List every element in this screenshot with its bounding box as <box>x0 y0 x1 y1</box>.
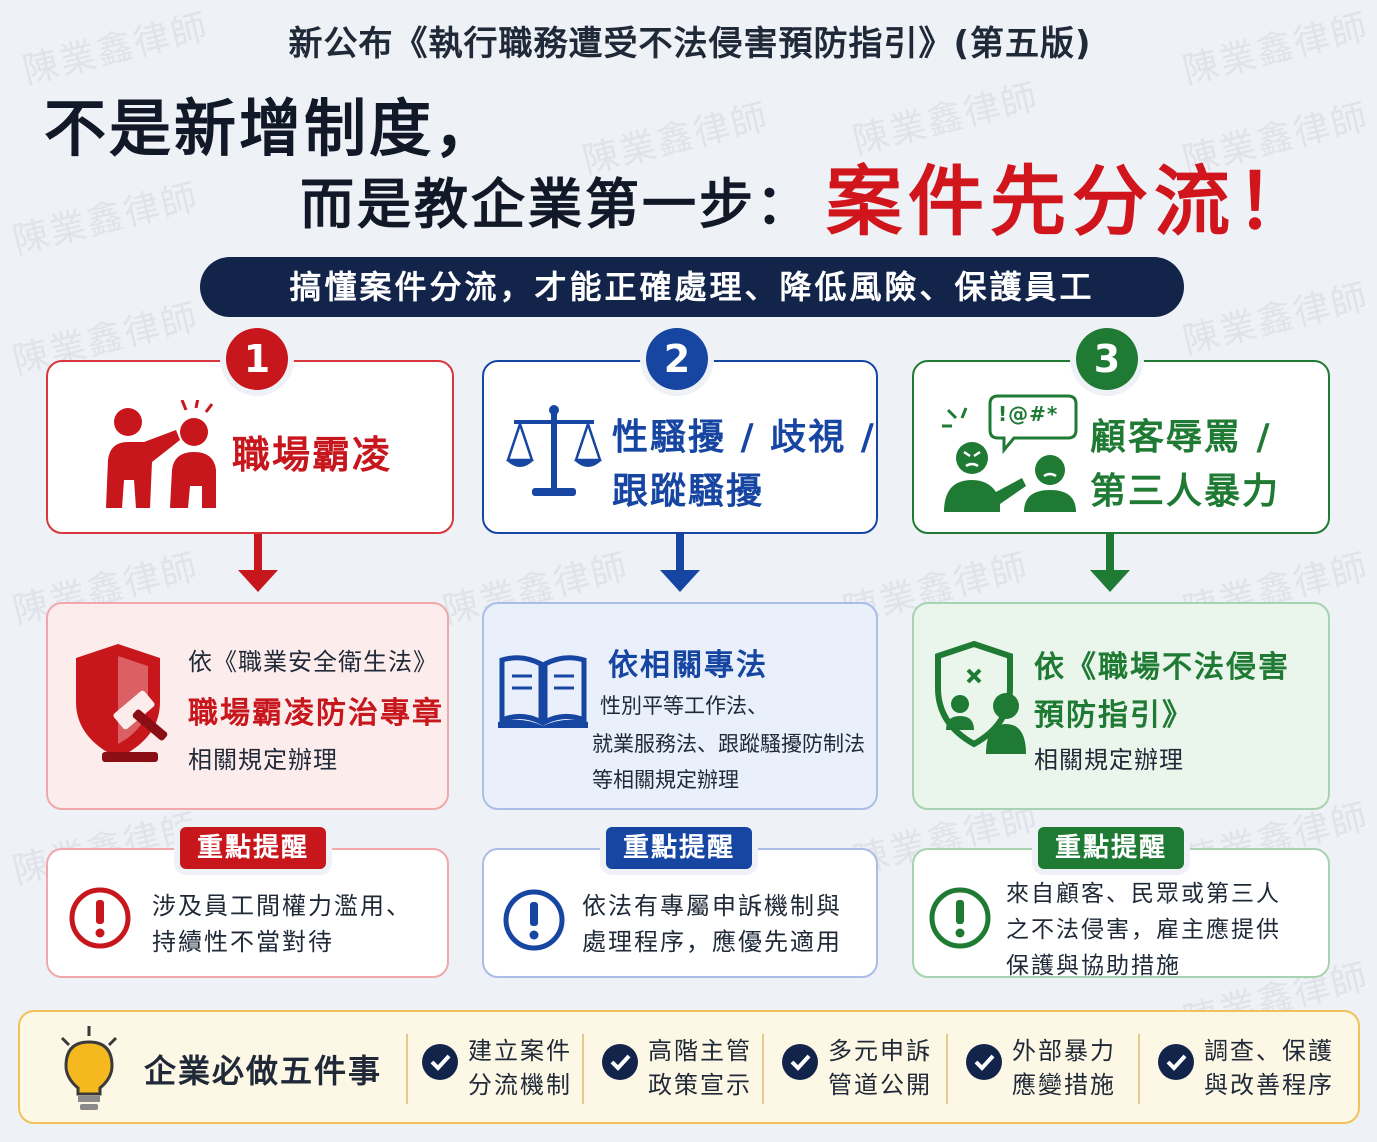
divider <box>1138 1034 1140 1104</box>
law-line: 相關規定辦理 <box>1034 746 1184 774</box>
law-emphasis: 依相關專法 <box>608 648 768 683</box>
check-icon <box>966 1044 1002 1080</box>
law-card-customer: 依《職場不法侵害 預防指引》 相關規定辦理 <box>912 602 1330 810</box>
reminder-label: 重點提醒 <box>606 827 752 869</box>
exclamation-icon <box>69 887 131 949</box>
check-icon <box>1158 1044 1194 1080</box>
law-line: 就業服務法、跟蹤騷擾防制法 <box>592 732 865 756</box>
speech-text: !@#* <box>998 402 1059 426</box>
law-line: 等相關規定辦理 <box>592 768 739 792</box>
law-line: 依《職業安全衛生法》 <box>188 648 438 676</box>
category-title: 跟蹤騷擾 <box>612 471 765 512</box>
divider <box>946 1034 948 1104</box>
watermark: 陳業鑫律師 <box>8 176 203 263</box>
headline-emphasis: 案件先分流！ <box>826 157 1318 246</box>
task-label: 建立案件分流機制 <box>468 1037 572 1099</box>
category-title: 性騷擾 / 歧視 / <box>612 417 876 458</box>
five-tasks-panel: 企業必做五件事 建立案件分流機制 高階主管政策宣示 多元申訴管道公開 外 <box>18 1010 1360 1124</box>
scales-icon <box>506 405 602 496</box>
shield-gavel-icon <box>76 644 168 762</box>
arrow-down-icon <box>238 534 278 594</box>
category-title: 職場霸凌 <box>232 433 393 477</box>
step-number-2: 2 <box>646 328 708 390</box>
reminder-line: 涉及員工間權力濫用、 <box>152 892 412 920</box>
reminder-card-bullying: 涉及員工間權力濫用、 持續性不當對待 <box>46 848 449 978</box>
law-card-bullying: 依《職業安全衛生法》 職場霸凌防治專章 相關規定辦理 <box>46 602 449 810</box>
check-icon <box>782 1044 818 1080</box>
reminder-card-harassment: 依法有專屬申訴機制與 處理程序，應優先適用 <box>482 848 878 978</box>
reminder-line: 保護與協助措施 <box>1006 953 1181 979</box>
check-icon <box>602 1044 638 1080</box>
reminder-line: 處理程序，應優先適用 <box>582 928 842 956</box>
reminder-line: 持續性不當對待 <box>152 928 334 956</box>
law-line: 性別平等工作法、 <box>600 694 768 718</box>
task-label: 多元申訴管道公開 <box>828 1037 932 1099</box>
exclamation-icon <box>929 887 991 949</box>
watermark: 陳業鑫律師 <box>1178 276 1373 363</box>
bullying-people-icon <box>106 400 216 508</box>
subtitle-banner: 搞懂案件分流，才能正確處理、降低風險、保護員工 <box>200 257 1184 317</box>
exclamation-icon <box>503 889 565 951</box>
five-tasks-title: 企業必做五件事 <box>144 1052 383 1090</box>
headline-line-2: 而是教企業第一步： <box>300 173 813 236</box>
step-number-3: 3 <box>1076 328 1138 390</box>
task-label: 高階主管政策宣示 <box>648 1037 752 1099</box>
lightbulb-icon <box>60 1026 118 1110</box>
law-card-harassment: 依相關專法 性別平等工作法、 就業服務法、跟蹤騷擾防制法 等相關規定辦理 <box>482 602 878 810</box>
law-emphasis: 預防指引》 <box>1034 698 1194 733</box>
reminder-line: 之不法侵害，雇主應提供 <box>1006 917 1281 943</box>
shield-people-icon <box>935 640 1026 754</box>
reminder-line: 來自顧客、民眾或第三人 <box>1006 881 1281 907</box>
divider <box>406 1034 408 1104</box>
arrow-down-icon <box>660 534 700 594</box>
check-icon <box>422 1044 458 1080</box>
book-icon <box>498 655 588 728</box>
task-label: 外部暴力應變措施 <box>1012 1037 1116 1099</box>
watermark: 陳業鑫律師 <box>1178 6 1373 93</box>
divider <box>762 1034 764 1104</box>
divider <box>582 1034 584 1104</box>
arrow-down-icon <box>1090 534 1130 594</box>
category-title: 顧客辱罵 / <box>1090 417 1272 458</box>
law-emphasis: 依《職場不法侵害 <box>1034 650 1290 685</box>
top-headline: 新公布《執行職務遭受不法侵害預防指引》(第五版) <box>288 24 1092 64</box>
headline-line-1: 不是新增制度， <box>44 92 500 165</box>
step-number-1: 1 <box>226 328 288 390</box>
law-emphasis: 職場霸凌防治專章 <box>188 696 444 731</box>
category-title: 第三人暴力 <box>1090 471 1281 512</box>
category-card-customer: !@#* 顧客辱罵 / 第三人暴力 <box>912 360 1330 534</box>
task-label: 調查、保護與改善程序 <box>1204 1037 1334 1099</box>
reminder-label: 重點提醒 <box>180 827 326 869</box>
reminder-line: 依法有專屬申訴機制與 <box>582 892 842 920</box>
category-card-harassment: 性騷擾 / 歧視 / 跟蹤騷擾 <box>482 360 878 534</box>
angry-customer-icon <box>942 394 1078 512</box>
reminder-card-customer: 來自顧客、民眾或第三人 之不法侵害，雇主應提供 保護與協助措施 <box>912 848 1330 979</box>
reminder-label: 重點提醒 <box>1038 827 1184 869</box>
law-line: 相關規定辦理 <box>188 746 338 774</box>
